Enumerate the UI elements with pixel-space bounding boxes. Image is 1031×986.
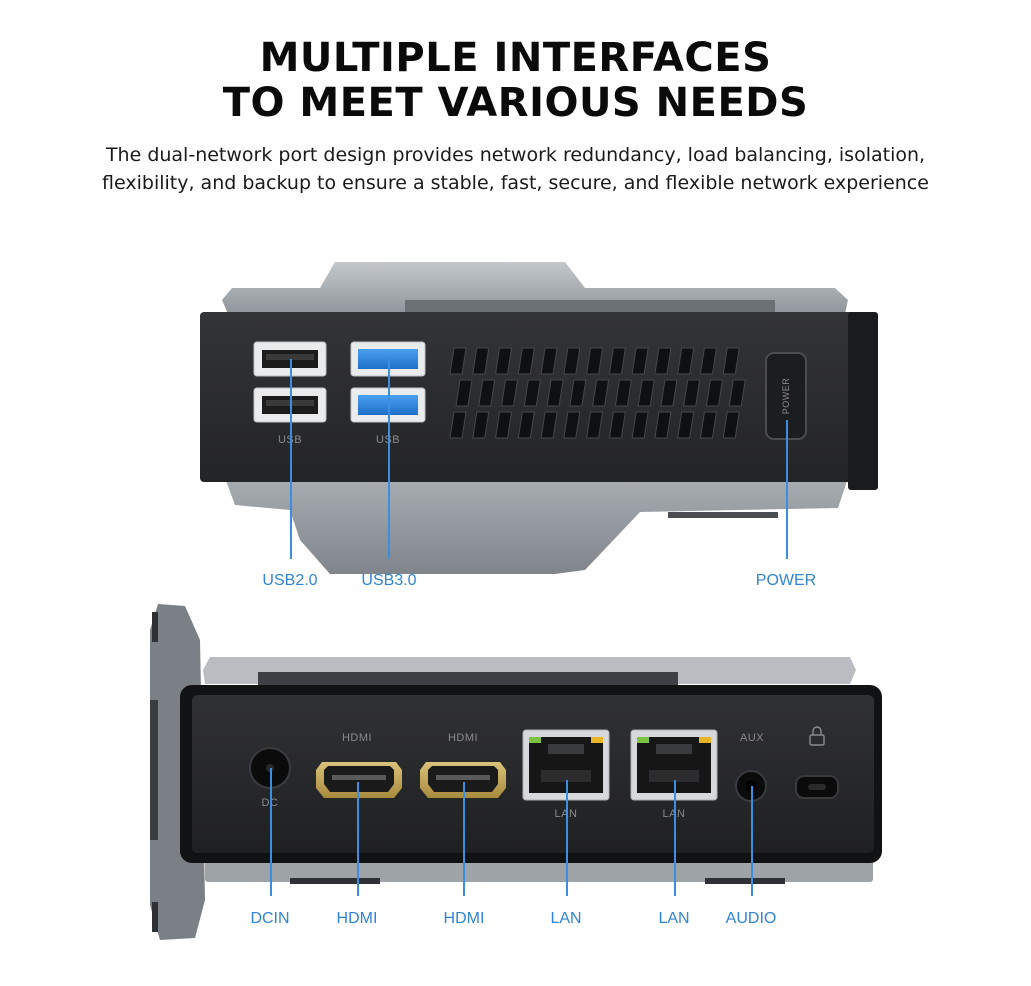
vent-slot — [472, 411, 490, 439]
vent-slot — [631, 347, 649, 375]
callout-lan-2: LAN — [658, 910, 690, 927]
callout-lan-1: LAN — [550, 910, 582, 927]
page-title-line1: MULTIPLE INTERFACES — [259, 35, 772, 81]
vent-slot — [660, 379, 678, 407]
silk-hdmi-2: HDMI — [447, 732, 479, 744]
vent-slot — [677, 347, 695, 375]
silk-usb-right: USB — [376, 434, 400, 446]
callout-audio: AUDIO — [725, 910, 777, 927]
vent-slot — [699, 347, 718, 375]
callout-line-audio — [751, 786, 753, 896]
vent-slot — [472, 347, 490, 375]
vent-slot — [608, 347, 626, 375]
vent-slot — [608, 411, 626, 439]
callout-usb3: USB3.0 — [361, 572, 417, 589]
callout-line-dcin — [270, 768, 272, 896]
subtitle-line2: flexibility, and backup to ensure a stab… — [102, 172, 929, 194]
callout-line-power — [786, 420, 788, 559]
vent-slot — [517, 411, 535, 439]
vent-slot — [728, 379, 746, 407]
vent-slot — [494, 411, 513, 439]
callout-line-lan-2 — [674, 780, 676, 896]
vent-slot — [449, 347, 467, 375]
vent-slot — [631, 411, 649, 439]
vent-slot — [722, 347, 740, 375]
vent-slot — [449, 411, 467, 439]
vent-slot — [586, 347, 604, 375]
front-panel-illustration — [200, 262, 878, 574]
silk-lan-2: LAN — [663, 808, 686, 820]
vent-slot — [654, 347, 672, 375]
silk-aux: AUX — [739, 732, 765, 744]
callout-line-usb3 — [388, 359, 390, 559]
vent-slot — [592, 379, 610, 407]
page-title-line2: TO MEET VARIOUS NEEDS — [222, 80, 809, 126]
vent-slot — [546, 379, 564, 407]
callout-line-hdmi-2 — [463, 782, 465, 896]
vent-slot — [722, 411, 740, 439]
vent-slot — [683, 379, 701, 407]
vent-slot — [478, 379, 496, 407]
vent-slot — [563, 411, 581, 439]
front-panel-device: USB USB POWER — [200, 262, 878, 574]
callout-line-lan-1 — [566, 780, 568, 896]
silk-usb-left: USB — [278, 434, 302, 446]
vent-slot — [677, 411, 695, 439]
vent-slot — [654, 411, 672, 439]
lock-icon — [809, 726, 825, 746]
vent-slot — [455, 379, 473, 407]
vent-slot — [705, 379, 724, 407]
callout-dcin: DCIN — [250, 910, 290, 927]
vent-slot — [569, 379, 587, 407]
vent-slot — [563, 347, 581, 375]
silk-lan-1: LAN — [555, 808, 578, 820]
vent-slot — [523, 379, 541, 407]
vent-slot — [500, 379, 519, 407]
vent-slot — [614, 379, 632, 407]
vent-slot — [517, 347, 535, 375]
callout-hdmi-1: HDMI — [336, 910, 378, 927]
vent-slot — [540, 411, 558, 439]
vent-slot — [586, 411, 604, 439]
silk-dc: DC — [262, 797, 279, 809]
vent-slot — [540, 347, 558, 375]
callout-hdmi-2: HDMI — [443, 910, 485, 927]
callout-usb2: USB2.0 — [262, 572, 318, 589]
vent-slot — [494, 347, 513, 375]
callout-power: POWER — [755, 572, 817, 589]
subtitle-line1: The dual-network port design provides ne… — [105, 144, 926, 166]
vent-grille — [449, 347, 746, 439]
vent-slot — [699, 411, 718, 439]
callout-line-usb2 — [290, 359, 292, 559]
silk-hdmi-1: HDMI — [341, 732, 373, 744]
callout-line-hdmi-1 — [357, 782, 359, 896]
vent-slot — [637, 379, 655, 407]
